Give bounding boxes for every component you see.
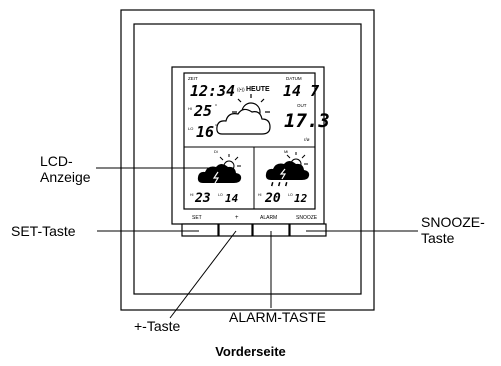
radio-icon: ((•)) xyxy=(237,87,245,92)
plus-button[interactable] xyxy=(218,223,253,237)
set-callout-label: SET-Taste xyxy=(11,223,76,239)
plus-callout-line xyxy=(169,230,237,319)
forecast-right-hi: 20 xyxy=(264,191,281,206)
datum-label: DATUM xyxy=(286,76,302,81)
temp-lo: 16 xyxy=(196,123,214,141)
snooze-callout-label: SNOOZE- Taste xyxy=(421,214,485,246)
caption: Vorderseite xyxy=(215,344,286,359)
sun-cloud-icon xyxy=(216,94,271,135)
set-label: SET xyxy=(192,215,202,221)
snooze-button[interactable] xyxy=(289,223,327,237)
out-label: OUT xyxy=(297,103,307,108)
temp-hi: 25 xyxy=(193,102,212,120)
forecast-left-lo: 14 xyxy=(225,192,239,205)
degree-symbol-lo: ° xyxy=(215,124,217,130)
lcd-callout-label: LCD- Anzeige xyxy=(40,153,91,185)
forecast-right-lo: 12 xyxy=(294,192,308,205)
lo-label: LO xyxy=(188,126,193,131)
heute-label: HEUTE xyxy=(246,86,270,93)
date-display: 14 7 xyxy=(283,82,319,100)
alarm-label: ALARM xyxy=(260,215,277,221)
forecast-right-day: Mi xyxy=(284,149,288,154)
hi-label: HI xyxy=(188,106,192,111)
plus-callout-label: +-Taste xyxy=(134,318,181,334)
degree-symbol-hi: ° xyxy=(215,104,217,110)
zeit-label: ZEIT xyxy=(188,76,198,81)
thunderstorm-icon xyxy=(197,154,242,184)
outer-frame xyxy=(120,9,375,311)
lcd-display xyxy=(183,72,316,210)
forecast-right-hi-label: HI xyxy=(258,193,262,197)
forecast-left-hi-label: HI xyxy=(190,193,194,197)
out-temp: 17.3 xyxy=(284,110,330,132)
snooze-label: SNOOZE xyxy=(296,215,318,221)
forecast-left-lo-label: LO xyxy=(218,193,223,197)
plus-label: + xyxy=(235,215,239,221)
alarm-callout-label: ALARM-TASTE xyxy=(229,309,326,325)
forecast-left-hi: 23 xyxy=(194,191,211,206)
forecast-left-day: Di xyxy=(214,149,218,154)
forecast-right-lo-label: LO xyxy=(288,193,293,197)
set-button[interactable] xyxy=(181,223,219,237)
time-display: 12:34 xyxy=(190,82,235,100)
inner-frame xyxy=(133,23,362,295)
rain-thunder-icon xyxy=(265,152,310,187)
rh-label: r/ø xyxy=(304,137,310,142)
